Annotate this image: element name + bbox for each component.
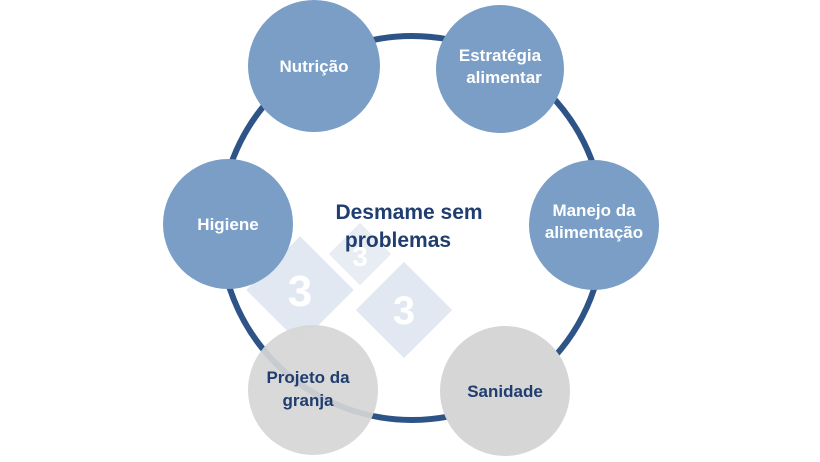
node-higiene: Higiene — [163, 159, 293, 289]
watermark-glyph-1: 3 — [288, 267, 312, 316]
node-nutricao: Nutrição — [248, 0, 380, 132]
node-manejo-circle — [529, 160, 659, 290]
node-sanidade-circle — [440, 326, 570, 456]
node-manejo-label-line-1: Manejo da — [552, 201, 636, 220]
node-projeto-circle — [248, 325, 378, 455]
watermark-glyph-2: 3 — [352, 241, 368, 272]
node-higiene-label: Higiene — [197, 215, 258, 234]
node-sanidade: Sanidade — [440, 326, 570, 456]
node-manejo-alimentacao: Manejo da alimentação — [529, 160, 659, 290]
node-nutricao-circle — [248, 0, 380, 132]
center-title-line-2: problemas — [345, 229, 451, 252]
node-nutricao-label: Nutrição — [280, 57, 349, 76]
node-higiene-circle — [163, 159, 293, 289]
node-sanidade-label: Sanidade — [467, 382, 543, 401]
node-estrategia-label-line-1: Estratégia — [459, 46, 542, 65]
node-projeto-label-line-2: granja — [282, 391, 334, 410]
node-manejo-label-line-2: alimentação — [545, 223, 643, 242]
watermark-glyph-3: 3 — [393, 289, 415, 333]
node-projeto-granja: Projeto da granja — [248, 325, 378, 455]
node-projeto-label-line-1: Projeto da — [266, 368, 350, 387]
node-estrategia-label-line-2: alimentar — [466, 68, 542, 87]
node-estrategia-alimentar: Estratégia alimentar — [436, 5, 564, 133]
node-estrategia-circle — [436, 5, 564, 133]
center-title-line-1: Desmame sem — [335, 201, 482, 224]
